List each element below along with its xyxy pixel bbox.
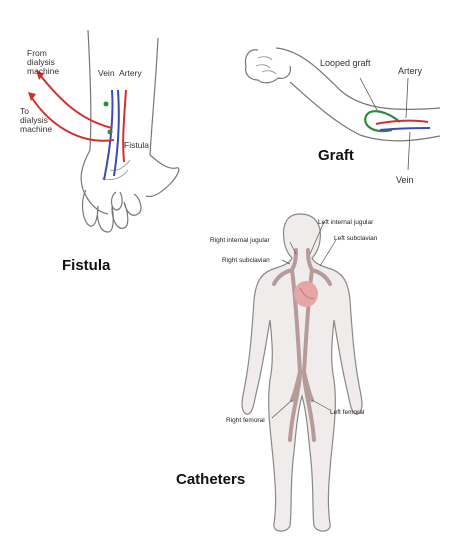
graft-artery-label: Artery [398, 66, 423, 76]
heart-icon [294, 281, 318, 307]
graft-artery-line [375, 119, 429, 125]
forearm-outline [87, 29, 159, 156]
label-left-subclavian: Left subclavian [334, 235, 378, 242]
graft-vein-label: Vein [396, 175, 414, 185]
needle-marker-icon [103, 101, 109, 107]
label-right-femoral: Right femoral [226, 417, 265, 424]
from-dialysis-label: From dialysis machine [27, 48, 59, 76]
body-vessels [272, 248, 332, 442]
fistula-title: Fistula [62, 257, 111, 274]
catheter-leader-lines [271, 221, 337, 419]
from-machine-tube [39, 74, 113, 129]
from-dialysis-line: dialysis [27, 57, 55, 67]
hand-outline [80, 149, 180, 215]
fistula-illustration: From dialysis machine To dialysis machin… [20, 29, 180, 274]
to-dialysis-line: dialysis [20, 115, 48, 125]
looped-graft-label: Looped graft [320, 58, 371, 68]
to-dialysis-label: To dialysis machine [20, 106, 52, 134]
fingers-outline [81, 189, 142, 233]
to-machine-arrow-icon [28, 92, 36, 101]
from-dialysis-line: From [27, 48, 47, 58]
arm-outline [275, 47, 441, 142]
from-machine-arrow-icon [36, 70, 44, 80]
fistula-vein-label: Vein [98, 68, 115, 78]
body-silhouette [241, 213, 363, 532]
catheters-title: Catheters [176, 471, 245, 488]
needle-marker-icon [107, 129, 113, 135]
label-left-internal-jugular: Left internal jugular [318, 219, 374, 226]
looped-graft-line [364, 110, 401, 133]
graft-vein-line [379, 127, 431, 131]
to-dialysis-line: machine [20, 124, 52, 134]
from-dialysis-line: machine [27, 66, 59, 76]
fist-knuckles [255, 56, 277, 75]
label-left-femoral: Left femoral [330, 409, 365, 416]
graft-illustration: Looped graft Artery Vein Graft [244, 47, 441, 185]
to-machine-tube [31, 97, 115, 142]
graft-pointer-line [359, 77, 411, 171]
to-dialysis-line: To [20, 106, 29, 116]
graft-title: Graft [318, 147, 354, 164]
fistula-vein-line [103, 89, 120, 181]
fistula-label: Fistula [124, 140, 149, 150]
catheters-illustration: Left internal jugular Right internal jug… [176, 213, 378, 532]
heart-detail [299, 287, 315, 299]
fist-outline [244, 49, 291, 84]
label-right-subclavian: Right subclavian [222, 257, 270, 264]
fistula-artery-line [122, 89, 127, 163]
label-right-internal-jugular: Right internal jugular [210, 237, 270, 244]
fistula-artery-label: Artery [119, 68, 142, 78]
